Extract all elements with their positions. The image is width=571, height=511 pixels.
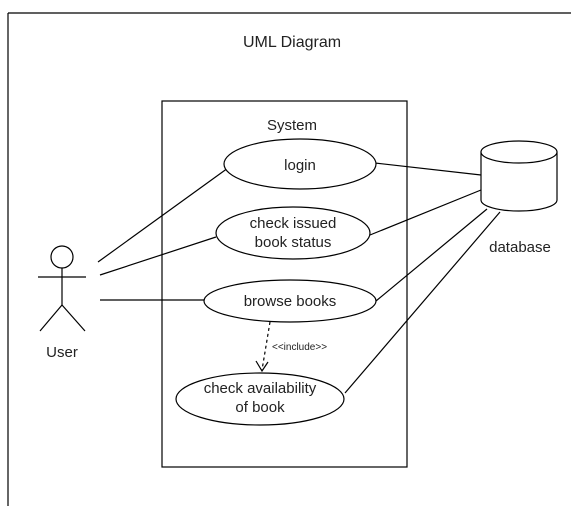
actor-label: User — [46, 344, 78, 361]
assoc-db-check-issued — [369, 189, 482, 236]
use-case-login-label: login — [284, 157, 316, 174]
actor-right-leg — [61, 304, 86, 332]
actor-head — [50, 245, 74, 269]
include-label: <<include>> — [272, 342, 327, 353]
database-cylinder: database — [480, 140, 558, 256]
use-case-check-availability: check availability of book — [175, 372, 345, 426]
use-case-check-issued: check issued book status — [215, 206, 371, 260]
database-label: database — [489, 239, 551, 256]
database-body — [480, 152, 558, 212]
assoc-db-browse — [375, 208, 488, 302]
assoc-user-login — [97, 167, 229, 263]
actor-left-leg — [39, 304, 63, 332]
use-case-login: login — [223, 138, 377, 190]
use-case-check-issued-line1: check issued — [250, 215, 337, 232]
use-case-browse-books: browse books — [203, 279, 377, 323]
assoc-db-login — [374, 162, 482, 176]
use-case-check-issued-line2: book status — [255, 234, 332, 251]
use-case-check-availability-line1: check availability — [204, 380, 317, 397]
diagram-title: UML Diagram — [243, 34, 341, 51]
include-arrowhead — [255, 360, 269, 373]
use-case-check-availability-line2: of book — [235, 399, 285, 416]
assoc-db-availability — [344, 211, 501, 394]
assoc-user-check-issued — [99, 236, 217, 276]
include-dependency: <<include>> — [255, 321, 327, 373]
actor-user: User — [38, 245, 86, 361]
use-case-browse-books-label: browse books — [244, 293, 337, 310]
database-top — [480, 140, 558, 164]
system-label: System — [267, 117, 317, 134]
include-dashed-line — [261, 321, 271, 371]
